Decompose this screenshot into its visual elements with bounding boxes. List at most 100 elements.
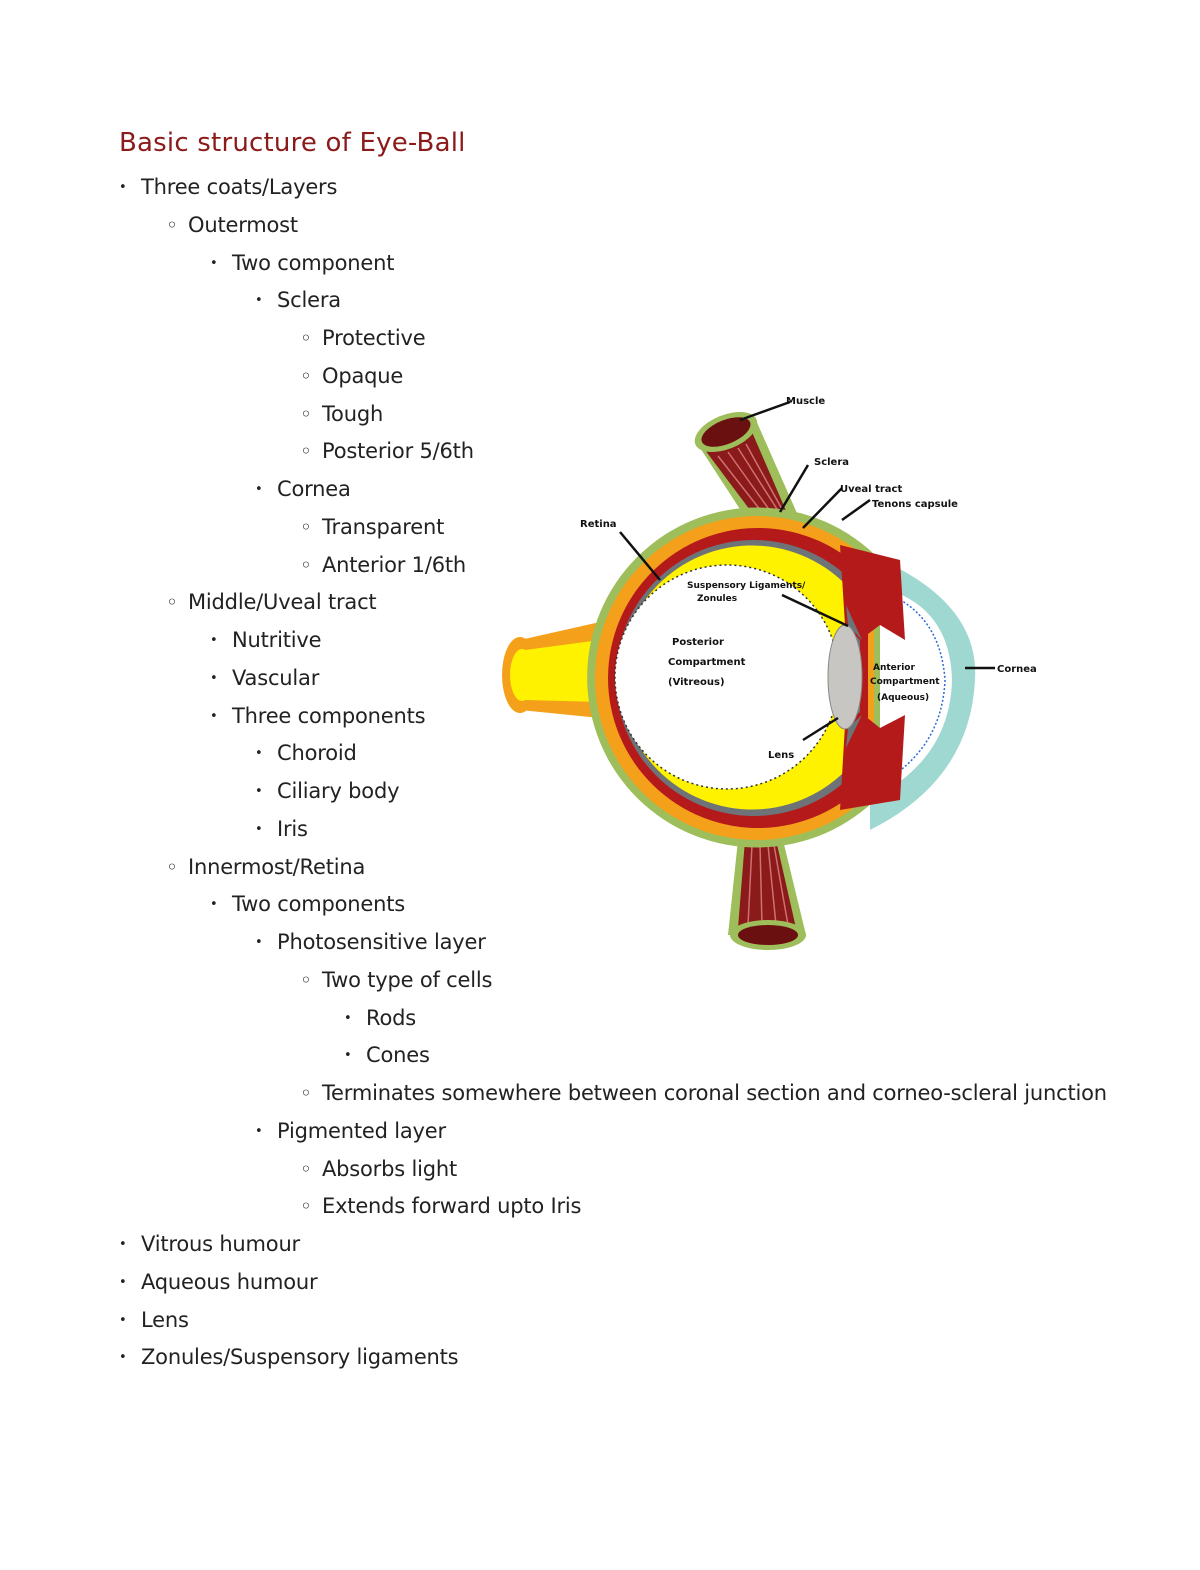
circle-bullet-icon [300, 324, 322, 352]
square-bullet-icon [210, 664, 232, 696]
circle-bullet-icon [300, 1079, 322, 1107]
outline-item: Opaque [300, 362, 403, 390]
optic-nerve [502, 622, 600, 718]
circle-bullet-icon [300, 966, 322, 994]
label-anterior-2: Compartment [870, 677, 940, 687]
outline-item-text: Choroid [277, 741, 357, 766]
outline-item: Posterior 5/6th [300, 437, 474, 465]
outline-item: Aqueous humour [119, 1268, 318, 1300]
outline-item: Cornea [255, 475, 351, 507]
circle-bullet-icon [166, 853, 188, 881]
label-muscle: Muscle [786, 396, 825, 407]
outline-item: Two components [210, 890, 405, 922]
outline-item-text: Anterior 1/6th [322, 552, 466, 577]
label-cornea: Cornea [997, 664, 1037, 675]
outline-item: Pigmented layer [255, 1117, 446, 1149]
outline-item: Outermost [166, 211, 298, 239]
circle-bullet-icon [300, 1155, 322, 1183]
cornea [870, 555, 976, 830]
outline-item-text: Sclera [277, 288, 341, 313]
outline-item: Lens [119, 1306, 189, 1338]
label-uveal-tract: Uveal tract [840, 484, 902, 495]
outline-item: Sclera [255, 286, 341, 318]
outline-item-text: Innermost/Retina [188, 854, 366, 879]
outline-item: Innermost/Retina [166, 853, 365, 881]
outline-item: Ciliary body [255, 777, 400, 809]
outline-item: Cones [344, 1041, 430, 1073]
outline-item: Nutritive [210, 626, 322, 658]
label-suspensory-1: Suspensory Ligaments/ [687, 581, 806, 591]
outline-item-text: Ciliary body [277, 779, 400, 803]
square-bullet-icon [119, 1306, 141, 1338]
outline-item-text: Aqueous humour [141, 1269, 318, 1294]
label-suspensory-2: Zonules [697, 594, 737, 604]
label-anterior-1: Anterior [873, 663, 915, 673]
square-bullet-icon [119, 1268, 141, 1300]
outline-item: Vitrous humour [119, 1230, 300, 1262]
outline-item-text: Cones [366, 1043, 430, 1068]
outline-item-text: Two component [232, 250, 395, 275]
leader-lines [619, 400, 995, 742]
outline-item-text: Opaque [322, 363, 404, 388]
outline-item-text: Protective [322, 326, 426, 350]
circle-bullet-icon [166, 211, 188, 239]
square-bullet-icon [210, 249, 232, 281]
outline-item-text: Nutritive [232, 628, 322, 652]
globe [587, 507, 880, 848]
outline-item-text: Rods [366, 1005, 416, 1030]
outline-item-text: Three components [232, 703, 426, 728]
outline-item-text: Extends forward upto Iris [322, 1194, 582, 1219]
circle-bullet-icon [300, 1192, 322, 1220]
outline-item-text: Zonules/Suspensory ligaments [141, 1345, 459, 1370]
label-anterior-3: (Aqueous) [877, 693, 929, 703]
outline-item: Absorbs light [300, 1155, 457, 1183]
outline-item: Choroid [255, 739, 357, 771]
outline-item-text: Absorbs light [322, 1156, 458, 1181]
label-lens: Lens [768, 750, 794, 761]
square-bullet-icon [344, 1004, 366, 1036]
label-posterior-3: (Vitreous) [668, 677, 725, 688]
outline-item: Anterior 1/6th [300, 551, 466, 579]
ciliary-body-iris [840, 545, 905, 810]
outline-item: Photosensitive layer [255, 928, 486, 960]
outline-item-text: Lens [141, 1307, 189, 1332]
inferior-muscle [728, 836, 806, 950]
outline-item-text: Terminates somewhere between coronal sec… [322, 1081, 1107, 1105]
outline-item: Three components [210, 702, 426, 734]
outline-item: Two component [210, 249, 394, 281]
label-posterior-2: Compartment [668, 657, 746, 668]
label-posterior-1: Posterior [672, 637, 724, 648]
diagram-labels: Muscle Sclera Uveal tract Tenons capsule… [580, 396, 1037, 761]
outline-item-text: Posterior 5/6th [322, 439, 474, 464]
outline-item: Middle/Uveal tract [166, 588, 377, 616]
label-sclera: Sclera [814, 457, 849, 468]
circle-bullet-icon [300, 400, 322, 428]
outline-item-text: Middle/Uveal tract [188, 590, 377, 615]
square-bullet-icon [344, 1041, 366, 1073]
label-tenons-capsule: Tenons capsule [872, 499, 958, 510]
label-retina: Retina [580, 519, 617, 530]
outline-item: Rods [344, 1004, 416, 1036]
page-title: Basic structure of Eye-Ball [119, 128, 466, 158]
outline-item-text: Photosensitive layer [277, 930, 486, 954]
square-bullet-icon [255, 815, 277, 847]
square-bullet-icon [255, 1117, 277, 1149]
lens [827, 624, 863, 730]
outline-item-text: Tough [322, 401, 384, 426]
eyeball-diagram: Muscle Sclera Uveal tract Tenons capsule… [502, 396, 1037, 950]
outline-item: Terminates somewhere between coronal sec… [300, 1079, 1107, 1107]
outline-item: Zonules/Suspensory ligaments [119, 1343, 459, 1375]
outline-item-text: Cornea [277, 477, 351, 501]
square-bullet-icon [119, 173, 141, 205]
circle-bullet-icon [300, 362, 322, 390]
square-bullet-icon [119, 1343, 141, 1375]
outline-item-text: Two type of cells [322, 967, 493, 992]
outline-item: Three coats/Layers [119, 173, 337, 205]
outline-item: Tough [300, 400, 383, 428]
outline-item-text: Vitrous humour [141, 1232, 300, 1256]
circle-bullet-icon [300, 551, 322, 579]
outline-item: Two type of cells [300, 966, 492, 994]
circle-bullet-icon [300, 437, 322, 465]
square-bullet-icon [210, 626, 232, 658]
square-bullet-icon [210, 890, 232, 922]
